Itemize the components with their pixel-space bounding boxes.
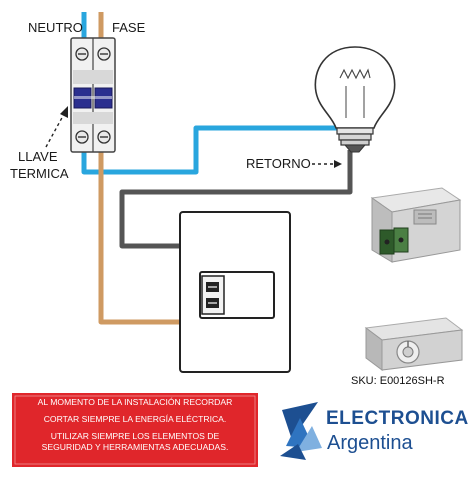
brand-name-line1: ELECTRONICA — [326, 408, 469, 429]
breaker-pointer-arrow — [45, 106, 68, 148]
breaker-label-line1: LLAVE — [18, 149, 58, 164]
electronica-argentina-logo: ELECTRONICA Argentina — [280, 402, 469, 460]
return-pointer-arrow — [312, 160, 342, 168]
phase-label: FASE — [112, 20, 146, 35]
circuit-breaker — [70, 37, 116, 153]
warning-line-4: SEGURIDAD Y HERRAMIENTAS ADECUADAS. — [42, 442, 229, 452]
warning-line-1: AL MOMENTO DE LA INSTALACIÓN RECORDAR — [38, 397, 233, 407]
neutral-wire — [81, 12, 358, 175]
wall-switch-plate — [179, 211, 291, 373]
brand-emblem-icon — [280, 402, 322, 460]
product-sku: SKU: E00126SH-R — [351, 375, 445, 387]
warning-line-3: UTILIZAR SIEMPRE LOS ELEMENTOS DE — [51, 431, 220, 441]
neutral-label: NEUTRO — [28, 20, 83, 35]
warning-line-2: CORTAR SIEMPRE LA ENERGÍA ELÉCTRICA. — [44, 414, 227, 424]
brand-name-line2: Argentina — [327, 432, 413, 454]
dimmer-module-image — [364, 317, 464, 371]
safety-warning-box: AL MOMENTO DE LA INSTALACIÓN RECORDAR CO… — [12, 393, 258, 467]
light-bulb-icon — [314, 46, 396, 153]
return-label: RETORNO — [246, 156, 311, 171]
switch-terminal-block — [201, 275, 225, 315]
switch-module-image — [370, 187, 462, 263]
breaker-label-line2: TERMICA — [10, 166, 69, 181]
